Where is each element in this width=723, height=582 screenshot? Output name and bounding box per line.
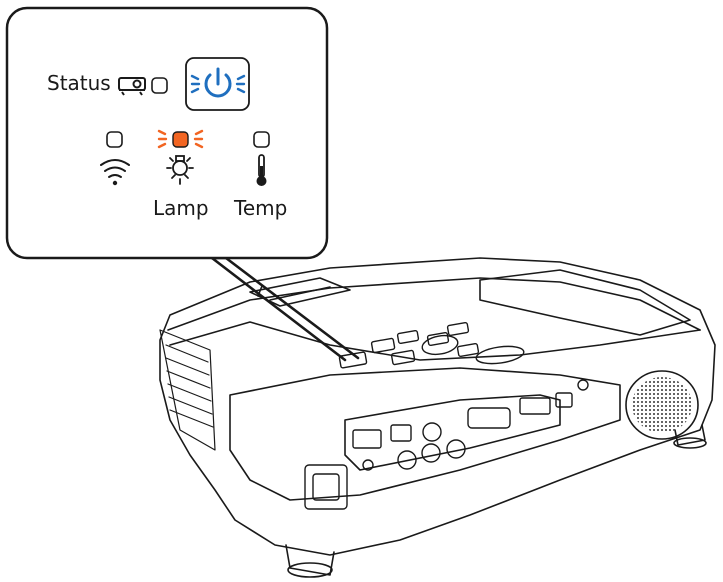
projector [159,257,716,578]
rear-ports [352,379,589,471]
lamp-indicator [172,131,189,148]
projector-body [159,257,716,556]
power-inlet [304,464,348,510]
power-flash-rays [190,74,246,94]
wireless-indicator [106,131,123,148]
control-panel [338,321,525,369]
rear-foot [674,424,706,446]
status-indicator [151,77,168,94]
temp-label: Temp [233,196,287,220]
speaker-grille [625,370,699,440]
projector-icon [118,77,146,96]
callout-box: Status [5,6,329,260]
projector-lamp-cover [479,269,691,336]
lamp-flash-rays [157,129,204,149]
thermometer-icon [256,154,267,186]
projector-top-edge [167,277,701,331]
projector-front-panel [229,367,621,501]
lamp-icon [166,155,194,185]
wifi-icon [100,159,130,186]
lamp-label: Lamp [153,196,209,220]
callout-leader-lines [210,256,360,362]
temp-indicator [253,131,270,148]
status-label: Status [47,71,111,95]
left-vent [159,329,216,451]
front-foot [285,544,335,576]
power-button[interactable] [185,57,250,111]
power-icon [204,67,232,98]
